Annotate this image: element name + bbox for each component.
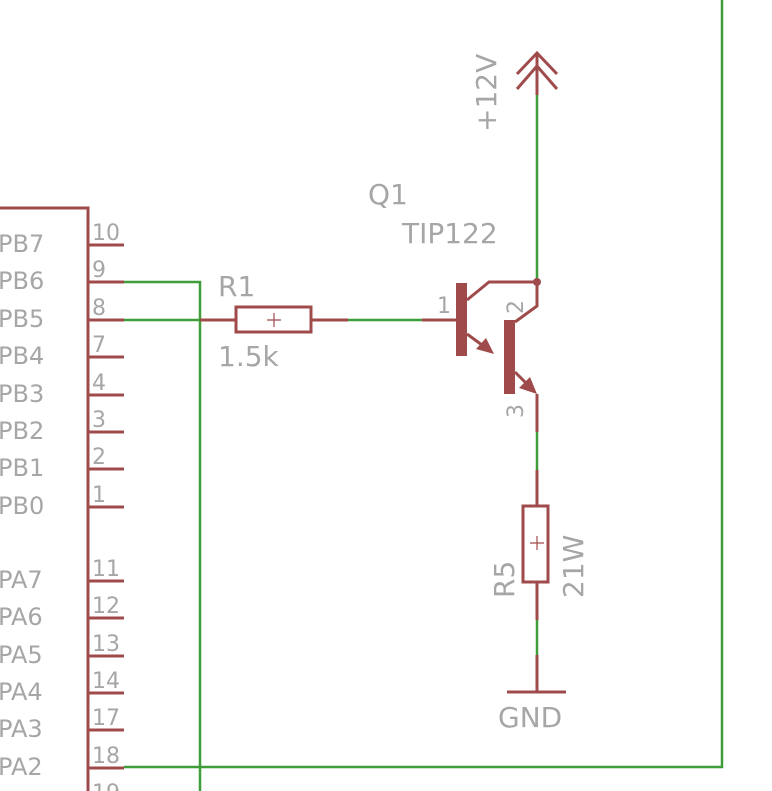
mcu-pin-name: PB7: [0, 230, 44, 258]
mcu-symbol: 10 PB7 9 PB6 8 PB5 7 PB4 4 PB3 3 PB2 2 PB1 1 PB0 11 PA7 12…: [0, 206, 124, 791]
mcu-body-outline: [0, 206, 90, 791]
q1-base-bar-1: [456, 283, 467, 356]
mcu-pin-name: PB3: [0, 380, 44, 408]
q1-pin-base: 1: [437, 294, 451, 319]
mcu-pin-number: 8: [92, 296, 106, 321]
mcu-pin-number: 11: [92, 557, 120, 582]
mcu-pin-number: 17: [92, 706, 120, 731]
r5-body: [521, 504, 550, 584]
wire-pb6-net: [124, 280, 202, 791]
mcu-pin-name: PA6: [0, 603, 43, 631]
supply-label: +12V: [470, 54, 503, 132]
q1-name: Q1: [368, 178, 408, 211]
q1-base-bar-2: [504, 320, 515, 394]
mcu-pin-name: PB4: [0, 342, 44, 370]
r5-value: 21W: [557, 535, 590, 598]
mcu-pin-name: PB2: [0, 417, 44, 445]
transistor-q1: Q1 TIP122 1 2 3: [368, 178, 541, 432]
mcu-pin-name: PB0: [0, 492, 44, 520]
q1-outer-emitter: [513, 370, 528, 385]
q1-value: TIP122: [401, 217, 498, 250]
resistor-r5: R5 21W: [488, 470, 590, 620]
mcu-pin-number: 2: [92, 445, 106, 470]
mcu-pin-name: PB5: [0, 305, 44, 333]
mcu-pin-number: 13: [92, 632, 120, 657]
q1-inner-collector: [466, 280, 537, 302]
supply-12v: +12V: [470, 50, 559, 132]
supply-arrow-icon: [515, 50, 559, 95]
mcu-pin-number: 7: [92, 333, 106, 358]
mcu-pin-name: PA4: [0, 678, 43, 706]
r5-origin-cross: [530, 536, 544, 550]
gnd-label: GND: [498, 701, 562, 734]
resistor-r1: R1 1.5k: [200, 270, 348, 373]
q1-outer-emitter-arrow: [519, 377, 537, 394]
mcu-pin-name: PB1: [0, 454, 44, 482]
q1-inner-emitter: [466, 332, 483, 347]
mcu-pin-number: 3: [92, 408, 106, 433]
mcu-pin-number: 18: [92, 744, 120, 769]
mcu-pin-number: 19: [92, 781, 120, 791]
mcu-pin-name: PA5: [0, 641, 43, 669]
collector-junction-dot: [533, 278, 541, 286]
q1-outer-collector: [514, 282, 539, 324]
ground-symbol: GND: [498, 655, 566, 734]
mcu-pin-number: 1: [92, 483, 106, 508]
mcu-pin-number: 12: [92, 594, 120, 619]
q1-inner-emitter-arrow: [476, 338, 494, 354]
mcu-pin-number: 10: [92, 221, 120, 246]
mcu-pin-name: PB6: [0, 267, 44, 295]
r1-origin-cross: [267, 313, 281, 327]
mcu-pin-name: PA3: [0, 715, 43, 743]
q1-pin-emitter: 3: [504, 404, 529, 418]
r1-name: R1: [218, 270, 255, 303]
r5-name: R5: [488, 561, 521, 598]
mcu-pin-number: 9: [92, 258, 106, 283]
mcu-pin-name: PA7: [0, 566, 43, 594]
mcu-pin-name: PA2: [0, 753, 43, 781]
mcu-pins: 10 PB7 9 PB6 8 PB5 7 PB4 4 PB3 3 PB2 2 PB1 1 PB0 11 PA7 12…: [0, 221, 124, 791]
mcu-pin-number: 14: [92, 669, 120, 694]
wires: [124, 0, 724, 791]
wire-pa2-net: [124, 0, 724, 769]
mcu-pin-number: 4: [92, 371, 106, 396]
r1-value: 1.5k: [218, 340, 280, 373]
q1-pin-collector: 2: [504, 300, 529, 314]
